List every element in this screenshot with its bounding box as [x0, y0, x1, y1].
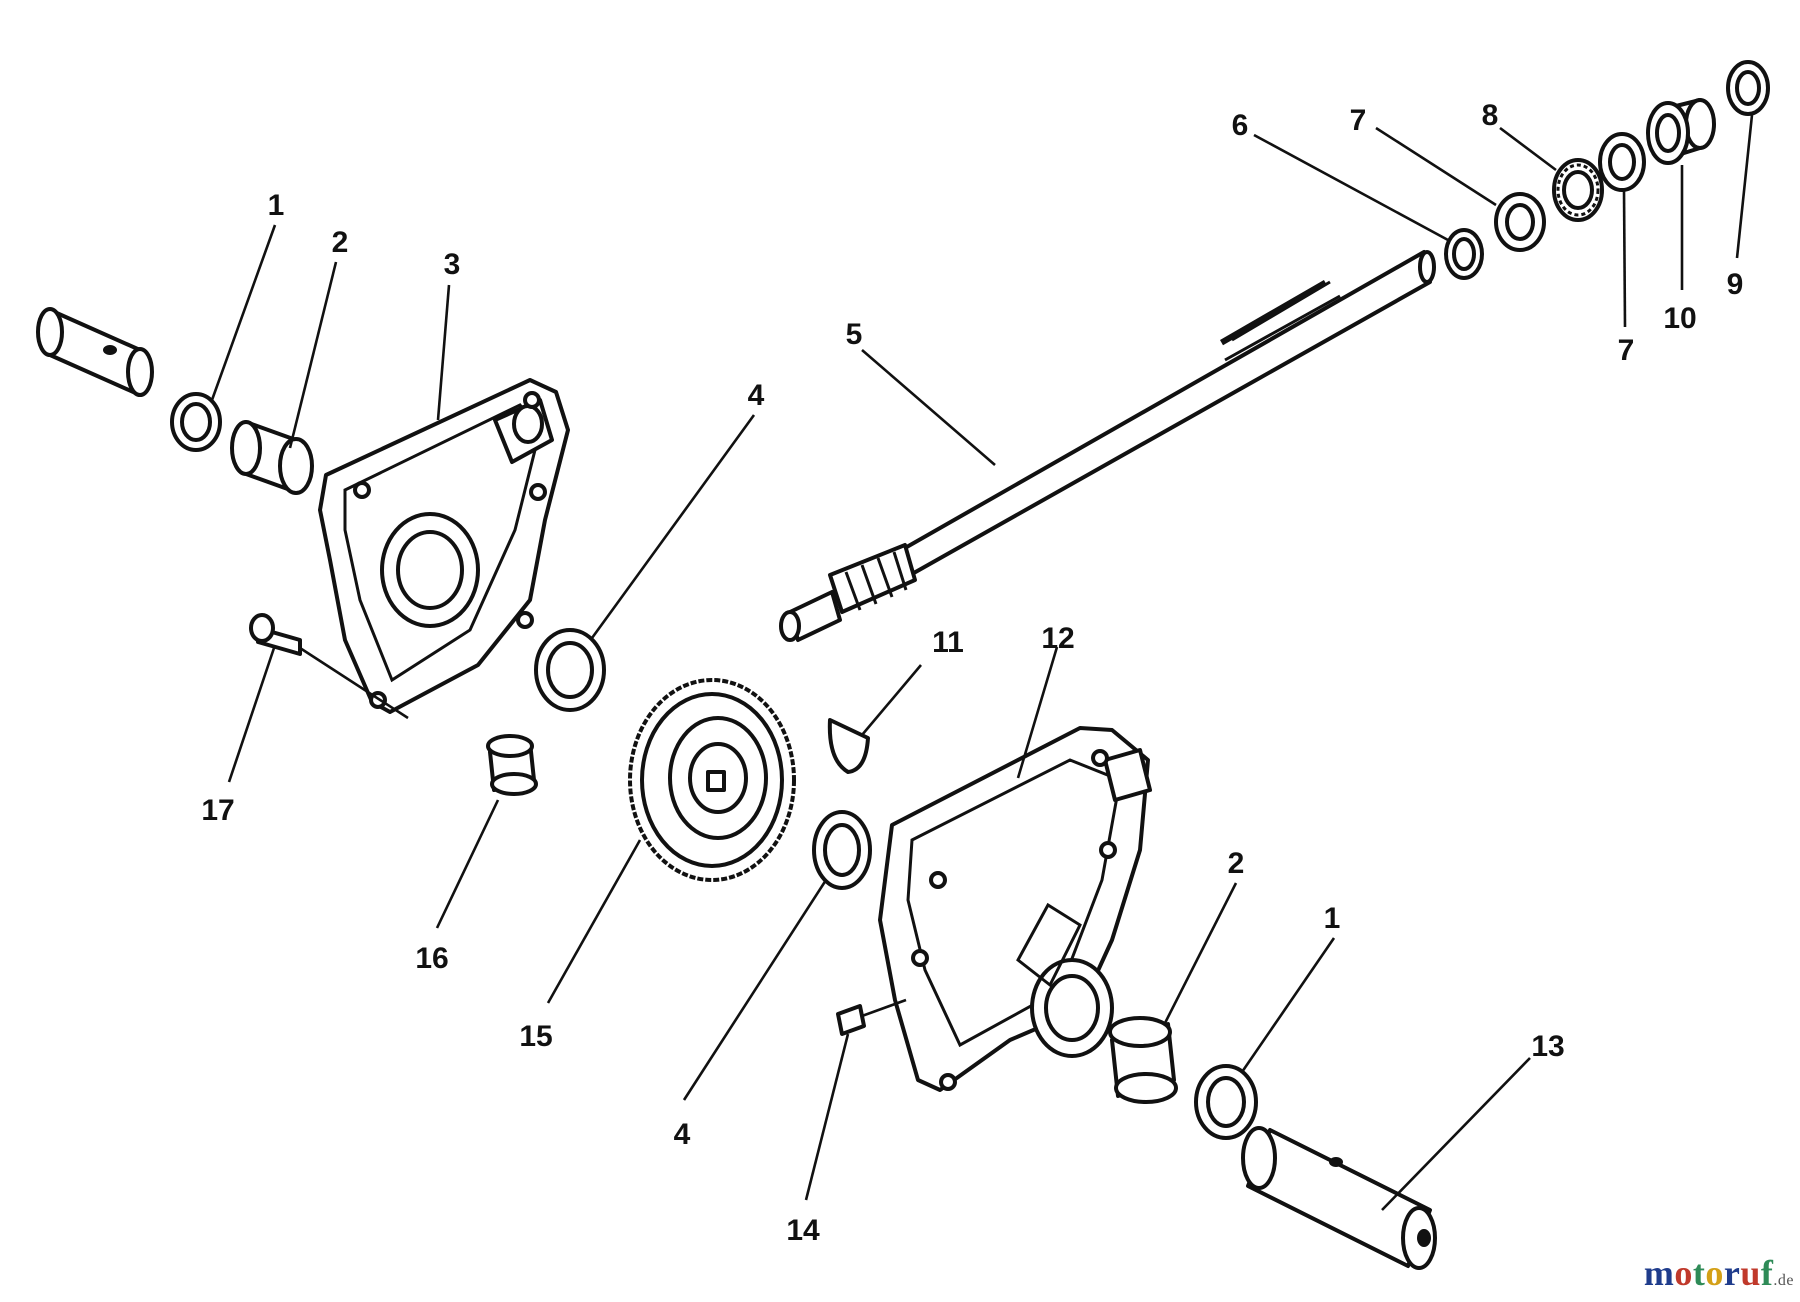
housing-12	[878, 726, 1152, 1092]
callout-17: 17	[201, 794, 234, 827]
bolt-17	[249, 613, 302, 656]
callout-16: 16	[415, 942, 448, 975]
watermark-letter: o	[1705, 1253, 1724, 1293]
watermark-letter: u	[1740, 1253, 1761, 1293]
callout-9: 9	[1727, 268, 1744, 301]
bushing-2-lower	[1108, 1016, 1178, 1104]
gear-15	[628, 678, 796, 882]
callout-2-upper: 2	[332, 226, 349, 259]
callout-4-upper: 4	[748, 379, 765, 412]
callout-13: 13	[1531, 1030, 1564, 1063]
pin-13	[1241, 1126, 1437, 1270]
shaft-5	[779, 250, 1436, 642]
left-pin	[36, 307, 154, 397]
washer-4-upper	[534, 628, 606, 712]
washer-7b	[1598, 132, 1646, 192]
callout-5: 5	[846, 318, 863, 351]
callout-7a: 7	[1350, 104, 1367, 137]
callout-1-lower: 1	[1324, 902, 1341, 935]
seal-1-upper	[170, 392, 222, 452]
callout-1-upper: 1	[268, 189, 285, 222]
bushing-10	[1646, 98, 1716, 165]
callout-15: 15	[519, 1020, 552, 1053]
callout-2-lower: 2	[1228, 847, 1245, 880]
watermark-logo: motoruf.de	[1644, 1252, 1794, 1294]
seal-1-lower	[1194, 1064, 1258, 1140]
bearing-8	[1552, 158, 1604, 222]
ring-6	[1444, 228, 1484, 280]
seal-9	[1726, 60, 1770, 116]
callout-8: 8	[1482, 99, 1499, 132]
callout-3: 3	[444, 248, 461, 281]
callout-12: 12	[1041, 622, 1074, 655]
watermark-letter: t	[1692, 1253, 1706, 1293]
callout-6: 6	[1232, 109, 1249, 142]
housing-3	[318, 378, 570, 714]
watermark-text: motoruf	[1644, 1253, 1774, 1293]
callout-4-lower: 4	[674, 1118, 691, 1151]
callout-7b: 7	[1618, 334, 1635, 367]
watermark-letter: m	[1643, 1253, 1675, 1293]
washer-7a	[1494, 192, 1546, 252]
watermark-letter: f	[1760, 1253, 1774, 1293]
callout-10: 10	[1663, 302, 1696, 335]
spacer-16	[486, 734, 538, 796]
washer-4-lower	[812, 810, 872, 890]
callout-11: 11	[932, 626, 964, 659]
leader-lines	[210, 114, 1754, 1211]
set-screw-14	[836, 1004, 866, 1036]
callout-14: 14	[786, 1214, 820, 1247]
watermark-letter: o	[1674, 1253, 1693, 1293]
watermark-letter: r	[1723, 1253, 1741, 1293]
bushing-2-upper	[230, 420, 314, 495]
key-11	[827, 718, 870, 774]
watermark-suffix: .de	[1773, 1272, 1794, 1289]
